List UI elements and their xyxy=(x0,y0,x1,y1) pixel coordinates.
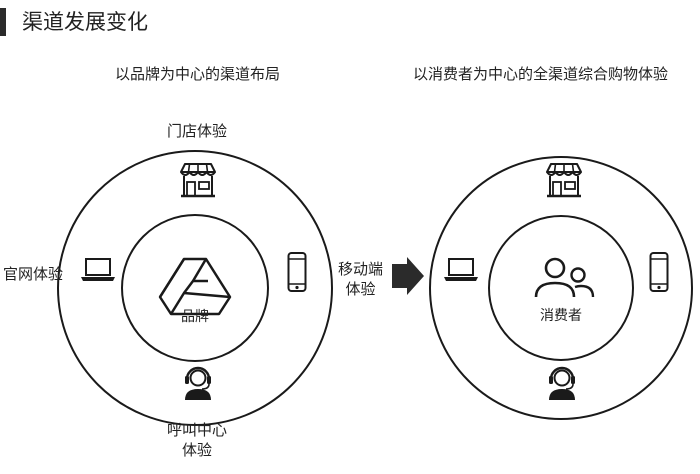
website-experience-label: 官网体验 xyxy=(3,265,64,283)
brand-logo-icon xyxy=(158,257,232,316)
left-diagram xyxy=(57,150,333,426)
page-title: 渠道发展变化 xyxy=(22,10,148,34)
laptop-icon xyxy=(443,258,479,282)
store-icon xyxy=(545,162,583,198)
phone-icon xyxy=(649,252,669,292)
right-outer-ring xyxy=(429,156,693,420)
title-accent-bar xyxy=(0,8,6,36)
left-outer-ring xyxy=(57,150,333,426)
call-center-label: 呼叫中心 体验 xyxy=(167,420,227,460)
left-caption: 以品牌为中心的渠道布局 xyxy=(115,65,281,83)
consumer-label: 消费者 xyxy=(540,308,582,324)
arrow-right-icon xyxy=(392,257,424,295)
mobile-experience-label: 移动端 体验 xyxy=(338,259,383,299)
consumers-icon xyxy=(534,257,595,298)
phone-icon xyxy=(287,252,307,292)
store-experience-label: 门店体验 xyxy=(167,122,228,140)
laptop-icon xyxy=(80,258,116,282)
right-diagram xyxy=(429,156,693,420)
mobile-experience-label-line2: 体验 xyxy=(345,280,376,298)
call-center-label-line1: 呼叫中心 xyxy=(167,421,228,439)
right-inner-ring xyxy=(488,215,634,361)
headset-icon xyxy=(183,366,213,402)
left-inner-ring xyxy=(121,214,269,362)
store-icon xyxy=(179,162,217,198)
brand-label: 品牌 xyxy=(181,309,209,325)
call-center-label-line2: 体验 xyxy=(182,441,213,459)
mobile-experience-label-line1: 移动端 xyxy=(338,260,384,278)
right-caption: 以消费者为中心的全渠道综合购物体验 xyxy=(413,65,669,83)
headset-icon xyxy=(547,366,577,402)
